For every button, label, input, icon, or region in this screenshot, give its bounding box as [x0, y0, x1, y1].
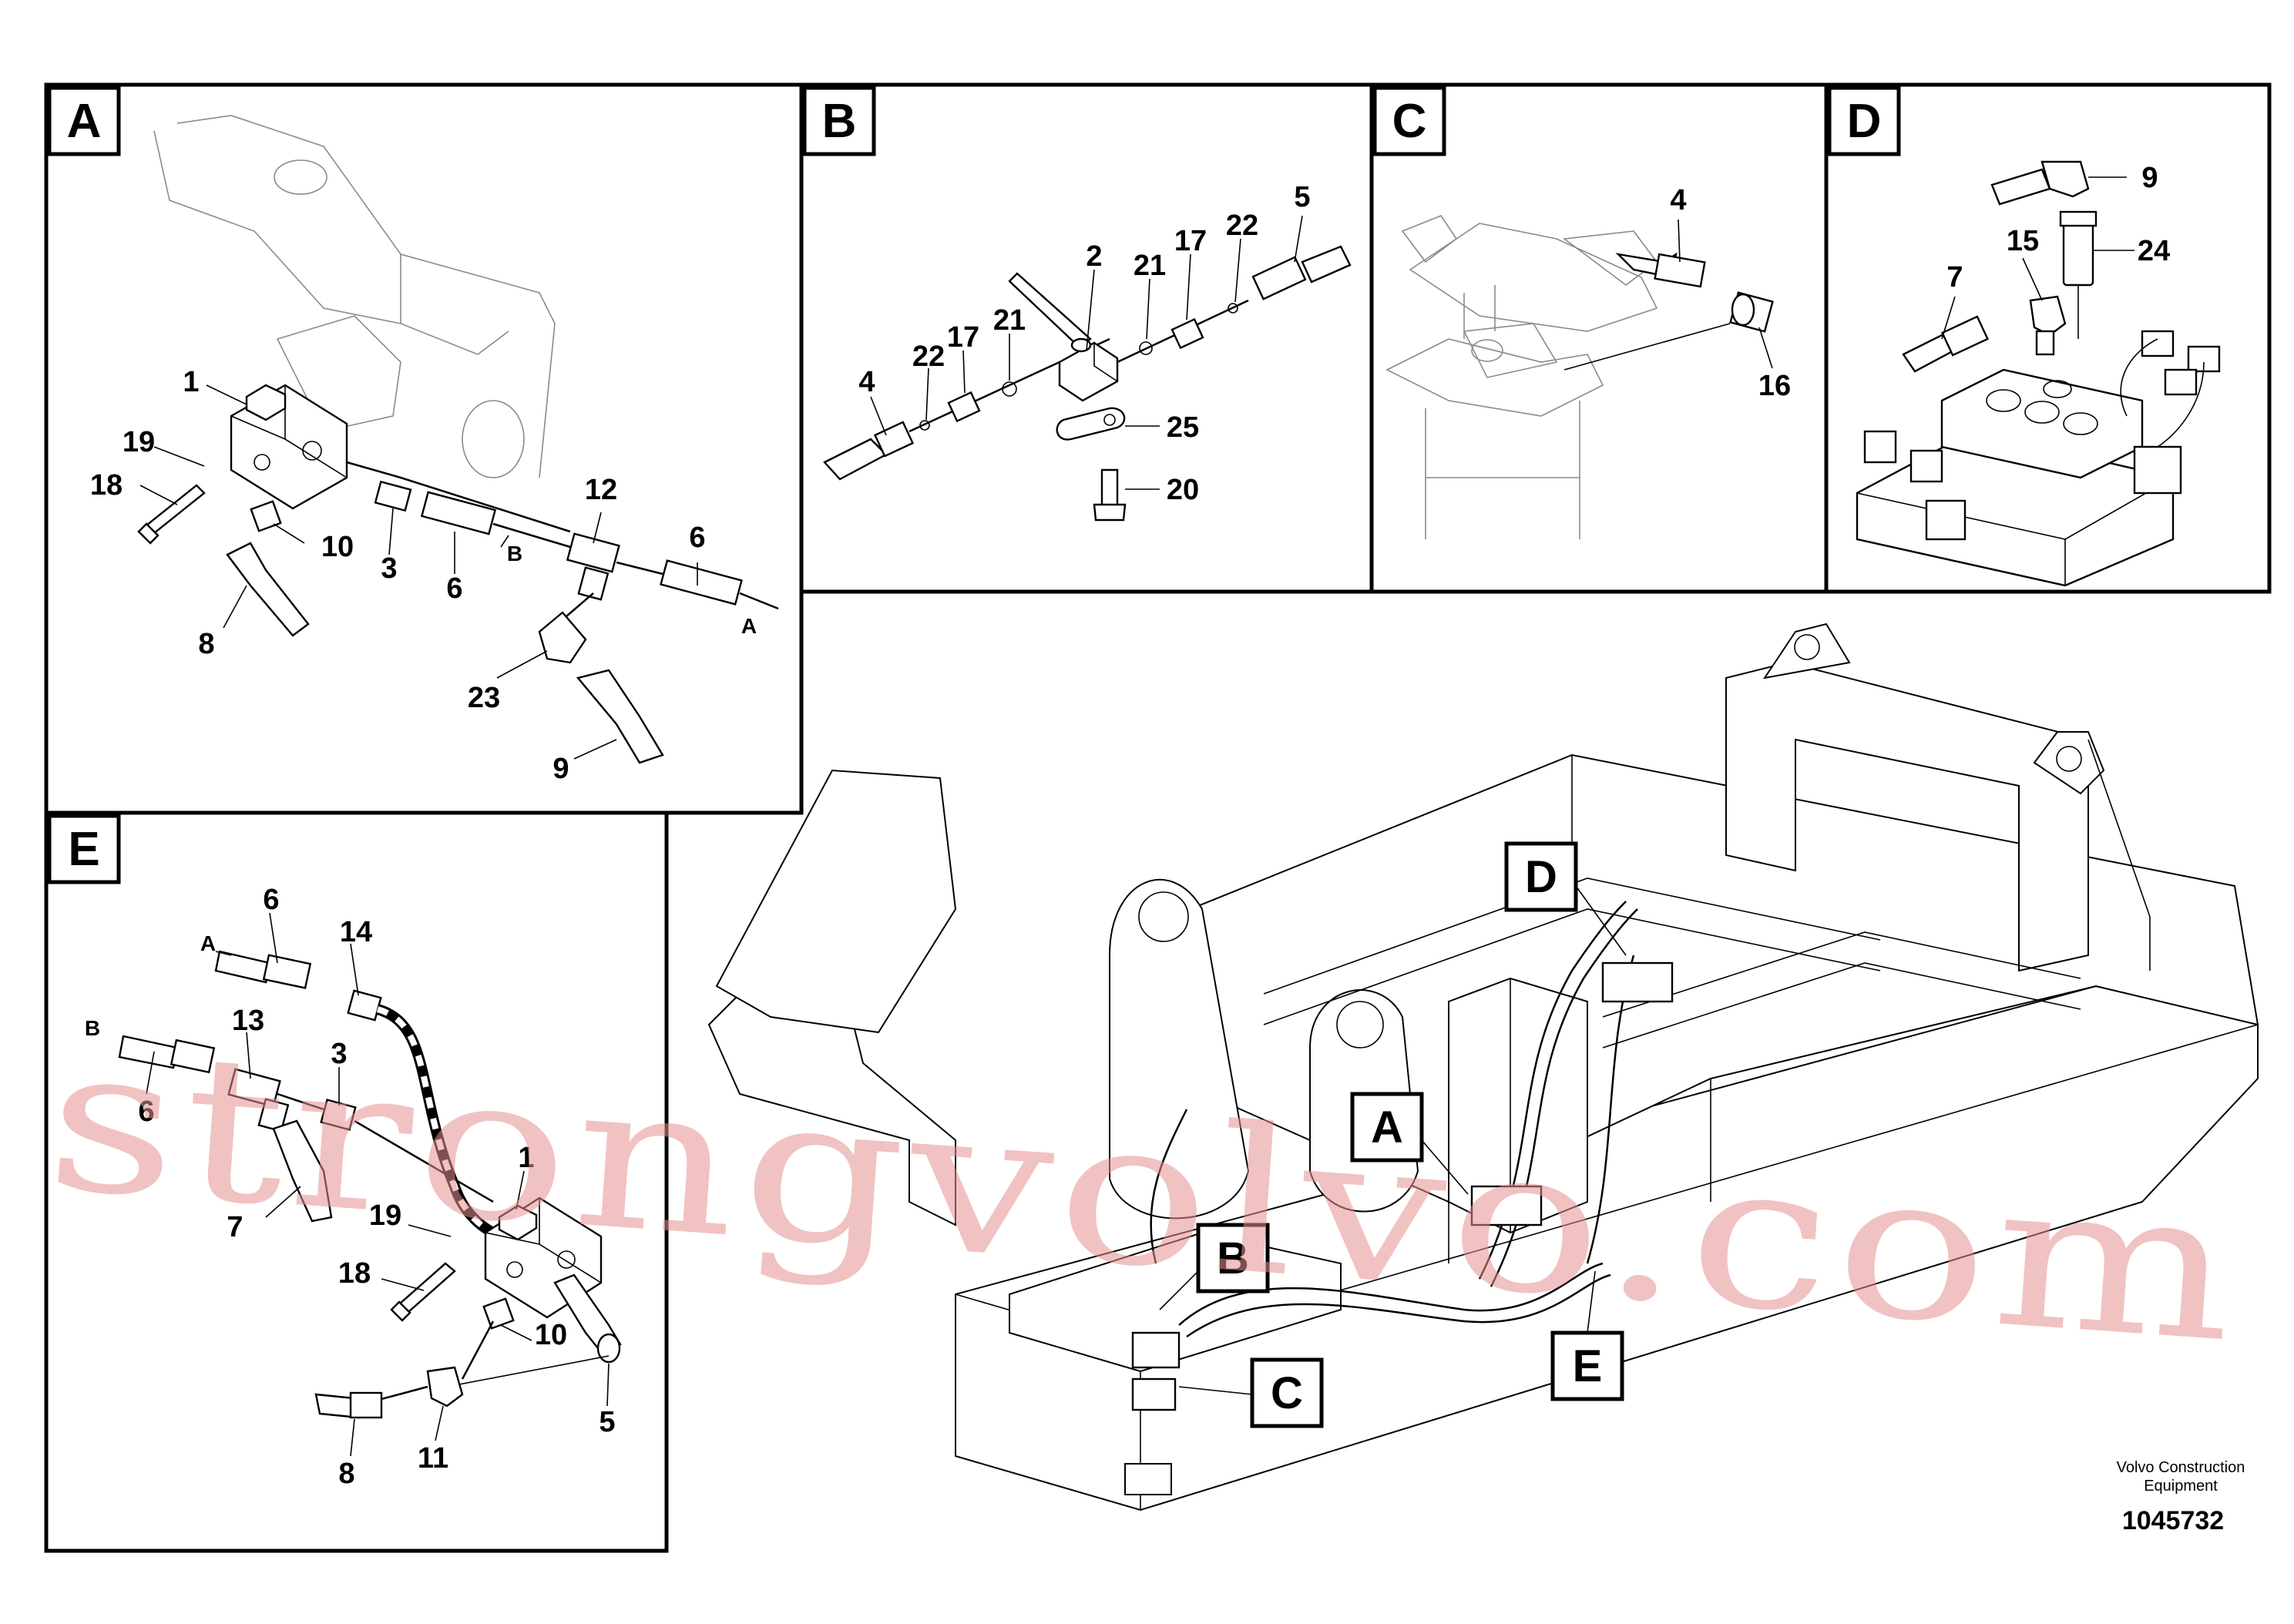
callout-a-1: 1: [183, 366, 199, 398]
credit-line-2: Equipment: [2144, 1478, 2218, 1495]
callout-b-22b: 22: [912, 341, 945, 373]
callout-b-4: 4: [858, 366, 875, 398]
port-label-a-b: B: [507, 542, 522, 565]
callout-c-4: 4: [1670, 184, 1686, 216]
detail-marker-a-box: [1350, 1092, 1424, 1163]
callout-d-9: 9: [2141, 162, 2158, 194]
callout-a-19: 19: [123, 426, 155, 458]
detail-panel-a: A: [44, 82, 804, 815]
callout-e-6b: 6: [138, 1096, 154, 1128]
callout-b-17b: 17: [947, 321, 979, 354]
port-label-e-b: B: [85, 1016, 100, 1040]
callout-e-19: 19: [369, 1200, 401, 1232]
callout-group-d: 9 15 24 7: [1946, 162, 2170, 294]
callout-d-7: 7: [1946, 261, 1963, 294]
callout-e-6: 6: [263, 884, 279, 916]
callout-e-3: 3: [331, 1038, 347, 1070]
callout-b-5: 5: [1294, 181, 1310, 213]
callout-group-c: 4 16: [1670, 184, 1791, 402]
callout-group-b: 2 21 17 22 5 4 22 17 21 25 20: [858, 181, 1310, 506]
callout-e-13: 13: [232, 1005, 264, 1037]
detail-marker-e-box: [1550, 1330, 1624, 1401]
detail-markers: D A B C E: [1159, 841, 1627, 1428]
callout-e-11: 11: [418, 1442, 448, 1475]
callout-b-25: 25: [1167, 411, 1199, 444]
callout-e-18: 18: [338, 1257, 371, 1290]
callout-e-7: 7: [227, 1211, 243, 1243]
callout-e-8: 8: [338, 1458, 354, 1490]
credit-line-1: Volvo Construction: [2117, 1459, 2245, 1476]
part-number: 1045732: [2122, 1506, 2224, 1535]
detail-marker-e: E: [1573, 1341, 1603, 1391]
detail-marker-d: D: [1525, 852, 1557, 902]
callout-b-22: 22: [1226, 210, 1258, 242]
footer: Volvo Construction Equipment 1045732: [2117, 1459, 2245, 1535]
panel-label-d: D: [1847, 95, 1882, 148]
callout-b-21: 21: [1134, 250, 1166, 282]
panel-label-e: E: [68, 823, 99, 876]
detail-panel-d: D 9: [1824, 82, 2272, 594]
callout-a-18: 18: [90, 469, 123, 502]
callout-b-17: 17: [1174, 225, 1207, 257]
detail-marker-b-box: [1196, 1223, 1270, 1293]
callout-group-a: 1 19 18 10 3 6 8 12 6 23 9 B A: [90, 366, 757, 785]
callout-group-e: 6 14 13 3 6 1 7 19 18 10 5 11 8 A B: [85, 884, 616, 1490]
callout-b-2: 2: [1086, 240, 1102, 273]
panel-label-b: B: [822, 95, 857, 148]
callout-a-9: 9: [553, 753, 569, 785]
detail-panel-c: C 4 16: [1369, 82, 1829, 594]
callout-d-15: 15: [2007, 225, 2039, 257]
detail-panel-e: E: [44, 810, 669, 1553]
callout-e-10: 10: [535, 1319, 567, 1351]
callout-a-6b: 6: [689, 522, 705, 554]
detail-marker-b: B: [1217, 1233, 1249, 1283]
callout-c-16: 16: [1758, 370, 1791, 402]
callout-e-14: 14: [340, 916, 372, 948]
detail-marker-c-box: [1250, 1357, 1324, 1428]
callout-a-10: 10: [321, 531, 354, 563]
panel-label-a: A: [67, 95, 102, 148]
port-label-a-a: A: [741, 614, 757, 638]
callout-d-24: 24: [2138, 235, 2170, 267]
detail-marker-a: A: [1371, 1102, 1403, 1153]
callout-a-6: 6: [446, 572, 462, 605]
callout-a-23: 23: [468, 682, 500, 714]
detail-marker-c: C: [1271, 1368, 1303, 1418]
detail-panel-b: B 2: [799, 82, 1374, 594]
callout-b-21b: 21: [993, 304, 1026, 337]
callout-b-20: 20: [1167, 474, 1199, 506]
callout-a-12: 12: [585, 474, 617, 506]
port-label-e-a: A: [200, 931, 216, 955]
callout-a-8: 8: [198, 628, 214, 660]
panel-label-c: C: [1392, 95, 1427, 148]
callout-e-1: 1: [518, 1142, 534, 1174]
callout-e-5: 5: [599, 1406, 615, 1438]
callout-a-3: 3: [381, 552, 397, 585]
detail-marker-d-box: [1504, 841, 1578, 912]
